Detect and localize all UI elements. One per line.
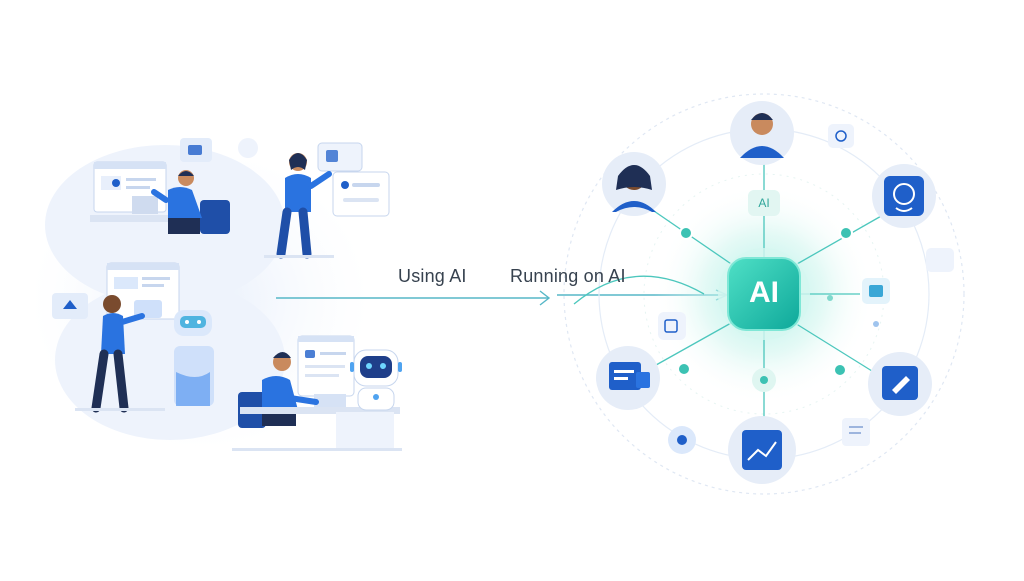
- float-chat-icon: [926, 248, 954, 272]
- woman-avatar-icon: [602, 152, 666, 216]
- right-caption: Running on AI: [510, 266, 626, 286]
- robot-large: [350, 349, 402, 411]
- person-desk-robot: [232, 335, 402, 451]
- robot-small: [174, 280, 220, 406]
- person-standing-board: [52, 262, 180, 413]
- left-scene: [30, 138, 402, 451]
- hub-ai: [718, 248, 810, 340]
- hub-label: AI: [749, 276, 779, 309]
- chart-card-icon: [728, 416, 796, 484]
- person-standing-top: [264, 142, 390, 259]
- right-network: [563, 93, 965, 495]
- float-dot-icon: [238, 138, 258, 158]
- bot-card-icon: [872, 164, 936, 228]
- hub-chip-ai: [748, 190, 780, 216]
- person-desk-top: [90, 161, 230, 234]
- man-avatar-icon: [730, 101, 794, 165]
- small-float-icons: [658, 124, 954, 454]
- float-copy-icon: [658, 312, 686, 340]
- chat-window-icon: [596, 346, 660, 410]
- hub-chip-label: AI: [758, 196, 770, 210]
- pen-card-icon: [868, 352, 932, 416]
- left-caption: Using AI: [398, 266, 467, 286]
- float-bulb-icon: [828, 124, 854, 148]
